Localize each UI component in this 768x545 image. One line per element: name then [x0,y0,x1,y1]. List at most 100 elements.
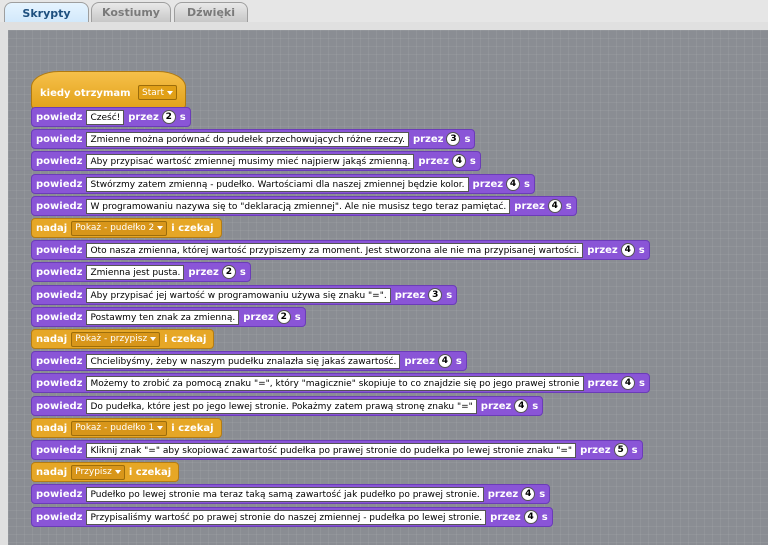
broadcast-message-dropdown[interactable]: Przypisz [71,464,125,480]
say-text-input[interactable]: Zmienne można porównać do pudełek przech… [86,131,409,147]
say-text-input[interactable]: Pudełko po lewej stronie ma teraz taką s… [86,486,484,502]
seconds-unit: s [631,444,638,456]
for-keyword: przez [514,200,545,212]
broadcast-message-dropdown[interactable]: Pokaż - pudełko 2 [71,220,168,236]
seconds-unit: s [179,111,186,123]
say-text-input[interactable]: Zmienna jest pusta. [86,264,185,280]
seconds-input[interactable]: 4 [506,177,521,191]
seconds-unit: s [524,178,530,190]
say-keyword: powiedz [36,266,83,278]
broadcast-message-dropdown[interactable]: Pokaż - pudełko 1 [71,420,168,436]
say-text-input[interactable]: W programowaniu nazywa się to "deklaracj… [86,198,511,214]
say-text-input[interactable]: Chcielibyśmy, żeby w naszym pudełku znal… [86,353,401,369]
say-text-input[interactable]: Do pudełka, które jest po jego lewej str… [86,398,477,414]
say-keyword: powiedz [36,133,83,145]
seconds-input[interactable]: 4 [514,399,529,413]
seconds-unit: s [239,266,246,278]
seconds-input[interactable]: 4 [451,154,466,168]
seconds-unit: s [565,200,572,212]
for-keyword: przez [418,155,449,167]
message-dropdown[interactable]: Start [138,85,177,100]
seconds-input[interactable]: 4 [547,199,562,213]
dropdown-arrow-icon [157,226,164,230]
message-dropdown-value: Start [142,87,164,98]
seconds-input[interactable]: 3 [428,288,443,302]
dropdown-arrow-icon [150,337,157,341]
seconds-input[interactable]: 4 [437,354,452,368]
say-keyword: powiedz [36,244,83,256]
say-text-input[interactable]: Przypisaliśmy wartość po prawej stronie … [86,509,487,525]
for-keyword: przez [480,400,512,412]
say-text-input[interactable]: Możemy to zrobić za pomocą znaku "=", kt… [86,375,584,391]
say-keyword: powiedz [36,111,83,123]
say-keyword: powiedz [36,355,83,367]
seconds-unit: s [464,133,471,145]
broadcast-keyword: nadaj [36,422,68,434]
seconds-input[interactable]: 4 [521,487,536,501]
say-keyword: powiedz [36,311,83,323]
when-i-receive-hat-block[interactable]: kiedy otrzymam Start [31,71,186,109]
dropdown-arrow-icon [114,470,121,474]
dropdown-arrow-icon [157,426,164,430]
say-text-input[interactable]: Oto nasza zmienna, której wartość przypi… [86,242,584,258]
seconds-input[interactable]: 3 [446,132,461,146]
say-text-input[interactable]: Cześć! [86,109,125,125]
say-keyword: powiedz [36,488,83,500]
seconds-unit: s [638,244,645,256]
seconds-input[interactable]: 2 [276,310,291,324]
seconds-unit: s [446,289,453,301]
for-keyword: przez [404,355,435,367]
say-keyword: powiedz [36,155,83,167]
broadcast-message-value: Pokaż - przypisz [75,334,148,344]
say-keyword: powiedz [36,511,83,523]
seconds-input[interactable]: 4 [523,510,538,524]
broadcast-keyword: nadaj [36,466,68,478]
tab-sounds[interactable]: Dźwięki [174,2,248,22]
seconds-unit: s [294,311,301,323]
seconds-input[interactable]: 4 [620,243,635,257]
say-keyword: powiedz [36,178,83,190]
for-keyword: przez [188,266,219,278]
seconds-unit: s [541,511,548,523]
seconds-input[interactable]: 4 [621,376,636,390]
for-keyword: przez [587,244,618,256]
for-keyword: przez [394,289,426,301]
seconds-input[interactable]: 2 [221,265,236,279]
say-text-input[interactable]: Aby przypisać wartość zmiennej musimy mi… [86,153,415,169]
tab-scripts[interactable]: Skrypty [4,2,89,23]
tab-costumes[interactable]: Kostiumy [91,2,171,22]
for-keyword: przez [487,488,519,500]
broadcast-message-value: Pokaż - pudełko 1 [75,423,155,433]
broadcast-keyword: nadaj [36,333,68,345]
seconds-unit: s [455,355,462,367]
say-keyword: powiedz [36,444,83,456]
broadcast-keyword: nadaj [36,222,68,234]
say-text-input[interactable]: Postawmy ten znak za zmienną. [86,309,240,325]
say-text-input[interactable]: Kliknij znak "=" aby skopiować zawartość… [86,442,577,458]
for-keyword: przez [472,178,504,190]
seconds-input[interactable]: 2 [161,110,176,124]
say-text-input[interactable]: Aby przypisać jej wartość w programowani… [86,287,391,303]
broadcast-message-dropdown[interactable]: Pokaż - przypisz [71,331,161,347]
say-text-input[interactable]: Stwórzmy zatem zmienną - pudełko. Wartoś… [86,176,469,192]
seconds-input[interactable]: 5 [613,443,628,457]
